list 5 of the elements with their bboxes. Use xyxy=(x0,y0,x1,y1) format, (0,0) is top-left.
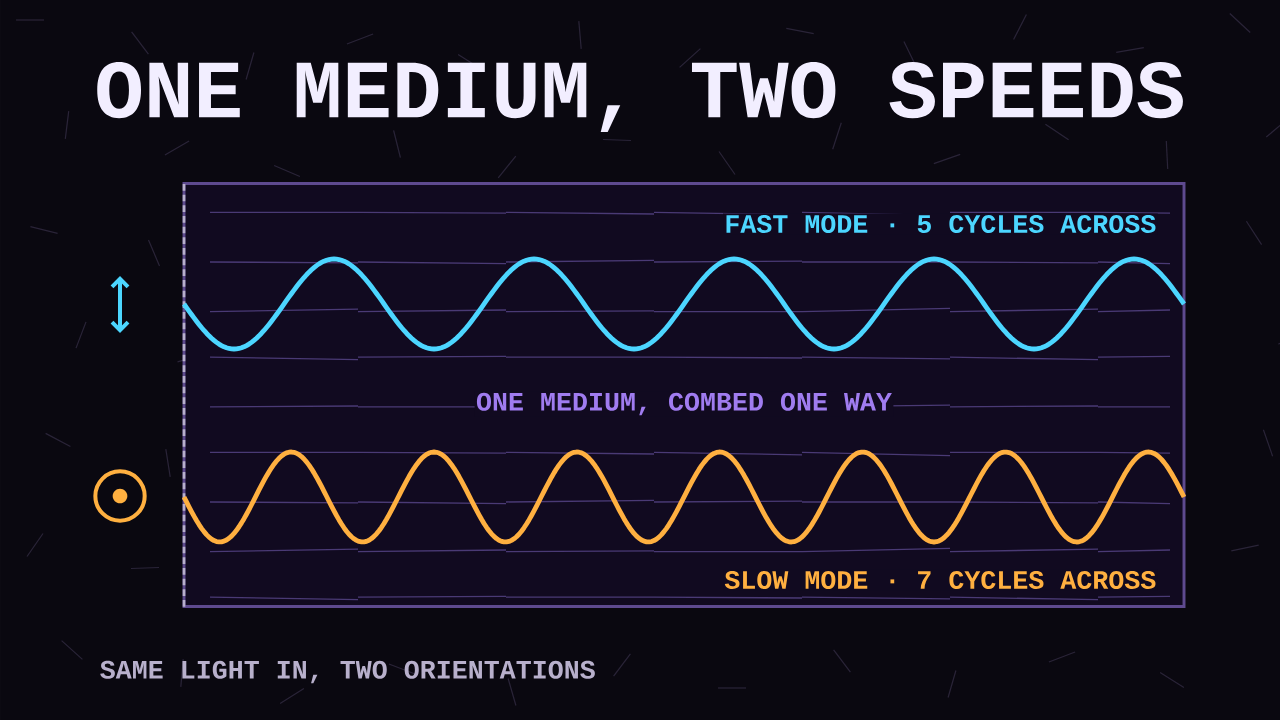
mode-label: FAST MODE · 5 CYCLES ACROSS xyxy=(723,213,1158,235)
mode-label: SLOW MODE · 7 CYCLES ACROSS xyxy=(723,569,1158,591)
medium-label: ONE MEDIUM, COMBED ONE WAY xyxy=(474,391,894,417)
title: ONE MEDIUM, TWO SPEEDS xyxy=(97,62,1183,132)
caption: SAME LIGHT IN, TWO ORIENTATIONS xyxy=(100,660,595,684)
